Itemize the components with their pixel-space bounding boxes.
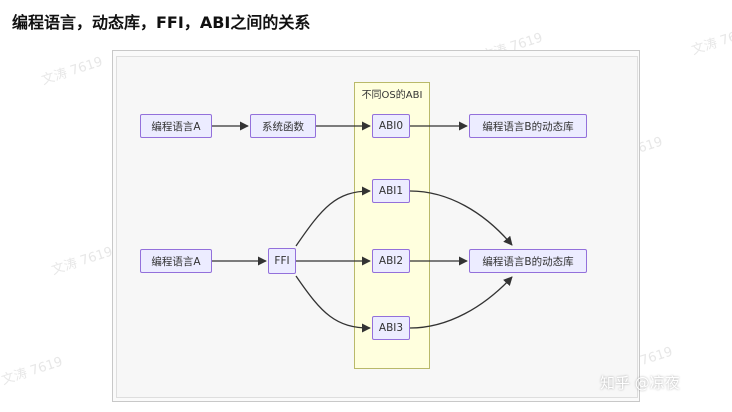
- edge-abi1-to-libb: [409, 190, 513, 246]
- node-ffi: FFI: [268, 248, 296, 274]
- node-lang-a-top: 编程语言A: [140, 114, 212, 138]
- node-abi0: ABI0: [372, 114, 410, 138]
- page-title: 编程语言，动态库，FFI，ABI之间的关系: [12, 13, 311, 32]
- subgraph-title: 不同OS的ABI: [361, 90, 423, 101]
- node-abi3: ABI3: [372, 316, 410, 340]
- edge-ffi-to-abi1: [295, 186, 371, 247]
- node-lib-b-bottom: 编程语言B的动态库: [469, 249, 587, 273]
- node-lang-a-bottom: 编程语言A: [140, 249, 212, 273]
- source-watermark: 知乎 @凉夜: [600, 374, 680, 392]
- edge-ffi-to-abi3: [295, 275, 371, 333]
- node-abi1: ABI1: [372, 179, 410, 203]
- node-lib-b-top: 编程语言B的动态库: [469, 114, 587, 138]
- node-system-functions: 系统函数: [250, 114, 316, 138]
- node-abi2: ABI2: [372, 249, 410, 273]
- edge-abi3-to-libb: [409, 276, 513, 329]
